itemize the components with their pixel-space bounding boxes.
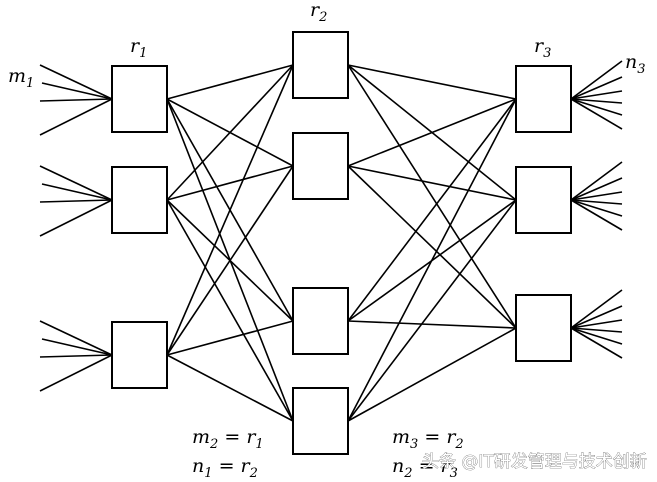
output-line-3-2 — [570, 305, 623, 329]
watermark: 头条 @IT研发管理与技术创新 — [422, 452, 647, 472]
output-line-2-5 — [570, 199, 623, 217]
output-line-1-1 — [570, 60, 623, 100]
input-line-2-1 — [39, 165, 113, 201]
edge-mid1-right1 — [347, 64, 517, 100]
output-line-1-4 — [570, 98, 623, 104]
edge-mid4-right1 — [347, 98, 517, 422]
edge-mid3-right1 — [347, 98, 517, 322]
output-line-3-5 — [570, 327, 623, 345]
switch-boxes — [111, 31, 572, 455]
output-line-2-4 — [570, 199, 623, 205]
input-line-3-3 — [39, 354, 113, 358]
label-r3: r3 — [534, 35, 551, 61]
input-line-3-1 — [39, 320, 113, 356]
equation-n1: n1 = r2 — [192, 455, 258, 481]
output-line-1-5 — [570, 98, 623, 116]
switch-right-2 — [515, 166, 572, 234]
edge-mid2-right2 — [347, 165, 517, 201]
input-line-3-4 — [39, 354, 113, 392]
input-line-1-3 — [39, 98, 113, 102]
output-line-3-4 — [570, 327, 623, 333]
edge-left1-mid1 — [166, 64, 294, 100]
switch-left-2 — [111, 166, 168, 234]
equation-n2: n2 = r3 — [392, 455, 458, 481]
switch-left-1 — [111, 65, 168, 133]
edge-left2-mid4 — [166, 199, 294, 422]
output-line-3-1 — [570, 289, 623, 329]
output-line-1-6 — [570, 98, 623, 130]
switch-middle-2 — [292, 132, 349, 200]
input-line-1-2 — [41, 82, 113, 100]
input-line-1-1 — [39, 64, 113, 100]
edge-mid3-right3 — [347, 320, 517, 329]
edge-mid4-right2 — [347, 199, 517, 422]
input-line-2-2 — [41, 183, 113, 201]
switch-middle-3 — [292, 287, 349, 355]
edge-mid1-right3 — [347, 64, 517, 329]
switch-right-1 — [515, 65, 572, 133]
edge-left2-mid1 — [166, 64, 294, 201]
output-line-3-3 — [570, 319, 623, 329]
output-line-3-6 — [570, 327, 623, 359]
edge-mid2-right3 — [347, 165, 517, 329]
output-line-2-2 — [570, 177, 623, 201]
input-line-2-3 — [39, 199, 113, 203]
edge-left3-mid1 — [166, 64, 294, 356]
input-line-2-4 — [39, 199, 113, 237]
label-r1: r1 — [130, 35, 147, 61]
output-line-1-2 — [570, 76, 623, 100]
output-line-2-3 — [570, 191, 623, 201]
switch-middle-4 — [292, 387, 349, 455]
label-r2: r2 — [310, 0, 327, 25]
output-line-2-6 — [570, 199, 623, 231]
input-line-3-2 — [41, 338, 113, 356]
equation-m3: m3 = r2 — [392, 426, 464, 452]
edge-left3-mid3 — [166, 320, 294, 356]
edge-left3-mid2 — [166, 165, 294, 356]
label-n3: n3 — [625, 51, 646, 77]
equation-m2: m2 = r1 — [192, 426, 264, 452]
switch-left-3 — [111, 321, 168, 389]
output-line-1-3 — [570, 90, 623, 100]
switch-middle-1 — [292, 31, 349, 99]
edges — [166, 64, 517, 422]
edge-left2-mid2 — [166, 165, 294, 201]
label-m1: m1 — [8, 65, 34, 91]
output-line-2-1 — [570, 161, 623, 201]
edge-mid2-right1 — [347, 98, 517, 167]
external-lines — [39, 60, 623, 392]
input-line-1-4 — [39, 98, 113, 136]
edge-left3-mid4 — [166, 354, 294, 422]
switch-right-3 — [515, 294, 572, 362]
edge-mid4-right3 — [347, 327, 517, 422]
